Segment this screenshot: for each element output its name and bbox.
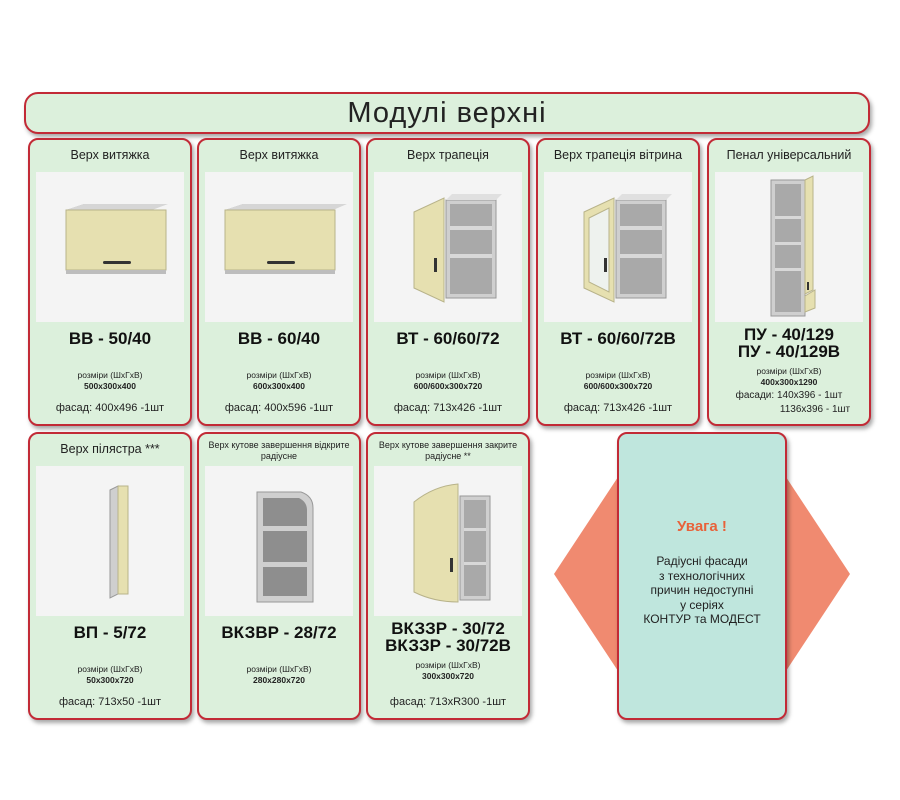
product-code-variant: ПУ - 40/129В [737,342,841,361]
card-head: Верх витяжка [239,148,319,162]
card-head: Верх кутове завершення відкрите радіусне [208,440,350,461]
cabinet-image [374,466,522,616]
card-head: Верх трапеція [407,148,489,162]
notice-box: Увага ! Радіусні фасади з технологічних … [617,432,787,720]
facade-info: фасад: 713x426 -1шт [393,402,503,414]
product-code: ВКЗЗР - 30/72 [391,619,505,638]
notice-line: причин недоступні [650,583,754,597]
notice-line: КОНТУР та МОДЕСТ [643,612,761,626]
product-card-vt-60-60-72[interactable]: Верх трапеція ВТ - 60/60/72 розміри (ШхГ… [366,138,530,426]
product-code: ВВ - 50/40 [68,329,152,348]
product-code: ВВ - 60/40 [237,329,321,348]
product-card-vkzzr-30-72[interactable]: Верх кутове завершення закрите радіусне … [366,432,530,720]
card-head: Верх трапеція вітрина [553,148,683,162]
notice-line: з технологічних [658,568,746,583]
notice-line: у серіях [680,597,724,612]
dimensions-label: розміри (ШхГхВ) [246,370,312,380]
dimensions-label: розміри (ШхГхВ) [415,370,481,380]
dimensions-label: розміри (ШхГхВ) [77,370,143,380]
notice-line: Радіусні фасади [656,554,748,568]
facade-info: фасад: 713x50 -1шт [58,696,162,708]
notice-text: Радіусні фасади з технологічних причин н… [619,554,785,627]
cabinet-image [544,172,692,322]
dimensions-value: 300x300x720 [421,671,474,681]
dimensions-value: 280x280x720 [252,675,305,685]
notice-title: Увага ! [677,518,727,535]
cabinet-image [205,172,353,322]
facade-info: фасад: 400x596 -1шт [224,402,334,414]
cabinet-image [715,172,863,322]
card-head: Пенал універсальний [726,148,852,162]
facade-info: фасад: 400x496 -1шт [55,402,165,414]
product-code: ВТ - 60/60/72 [396,329,500,348]
cabinet-image [205,466,353,616]
card-head: Верх пілястра *** [60,442,160,456]
dimensions-value: 600/600x300x720 [583,381,653,391]
dimensions-value: 600/600x300x720 [413,381,483,391]
product-code: ВТ - 60/60/72В [560,329,676,348]
section-title: Модулі верхні [347,96,547,129]
product-card-vv-50-40[interactable]: Верх витяжка ВВ - 50/40 розміри (ШхГхВ) … [28,138,192,426]
dimensions-value: 400x300x1290 [760,377,818,387]
facade-info: фасад: 713xR300 -1шт [389,696,507,708]
facade-info-2: 1136x396 - 1шт [779,404,851,415]
left-arrow-icon [554,474,620,674]
product-card-vv-60-40[interactable]: Верх витяжка ВВ - 60/40 розміри (ШхГхВ) … [197,138,361,426]
product-card-vt-60-60-72v[interactable]: Верх трапеція вітрина ВТ - 60/60/72В роз… [536,138,700,426]
dimensions-label: розміри (ШхГхВ) [246,664,312,674]
dimensions-label: розміри (ШхГхВ) [415,660,481,670]
dimensions-label: розміри (ШхГхВ) [756,366,822,376]
product-card-pu-40-129[interactable]: Пенал універсальний ПУ - 40/129 ПУ - 40/… [707,138,871,426]
product-card-vkzvr-28-72[interactable]: Верх кутове завершення відкрите радіусне… [197,432,361,720]
section-title-bar: Модулі верхні [24,92,870,134]
facade-info: фасади: 140x396 - 1шт [735,390,843,401]
cabinet-image [374,172,522,322]
product-code: ВКЗВР - 28/72 [221,623,337,642]
product-code: ВП - 5/72 [73,623,147,642]
dimensions-value: 50x300x720 [86,675,134,685]
card-head: Верх кутове завершення закрите радіусне … [378,440,518,461]
dimensions-label: розміри (ШхГхВ) [585,370,651,380]
product-code: ПУ - 40/129 [744,325,834,344]
card-head: Верх витяжка [70,148,150,162]
cabinet-image [36,172,184,322]
right-arrow-icon [784,474,850,674]
dimensions-label: розміри (ШхГхВ) [77,664,143,674]
facade-info: фасад: 713x426 -1шт [563,402,673,414]
product-card-vp-5-72[interactable]: Верх пілястра *** ВП - 5/72 розміри (ШхГ… [28,432,192,720]
product-code-variant: ВКЗЗР - 30/72В [385,636,511,655]
cabinet-image [36,466,184,616]
dimensions-value: 600x300x400 [252,381,305,391]
dimensions-value: 500x300x400 [83,381,136,391]
notice-panel: Увага ! Радіусні фасади з технологічних … [552,432,852,722]
